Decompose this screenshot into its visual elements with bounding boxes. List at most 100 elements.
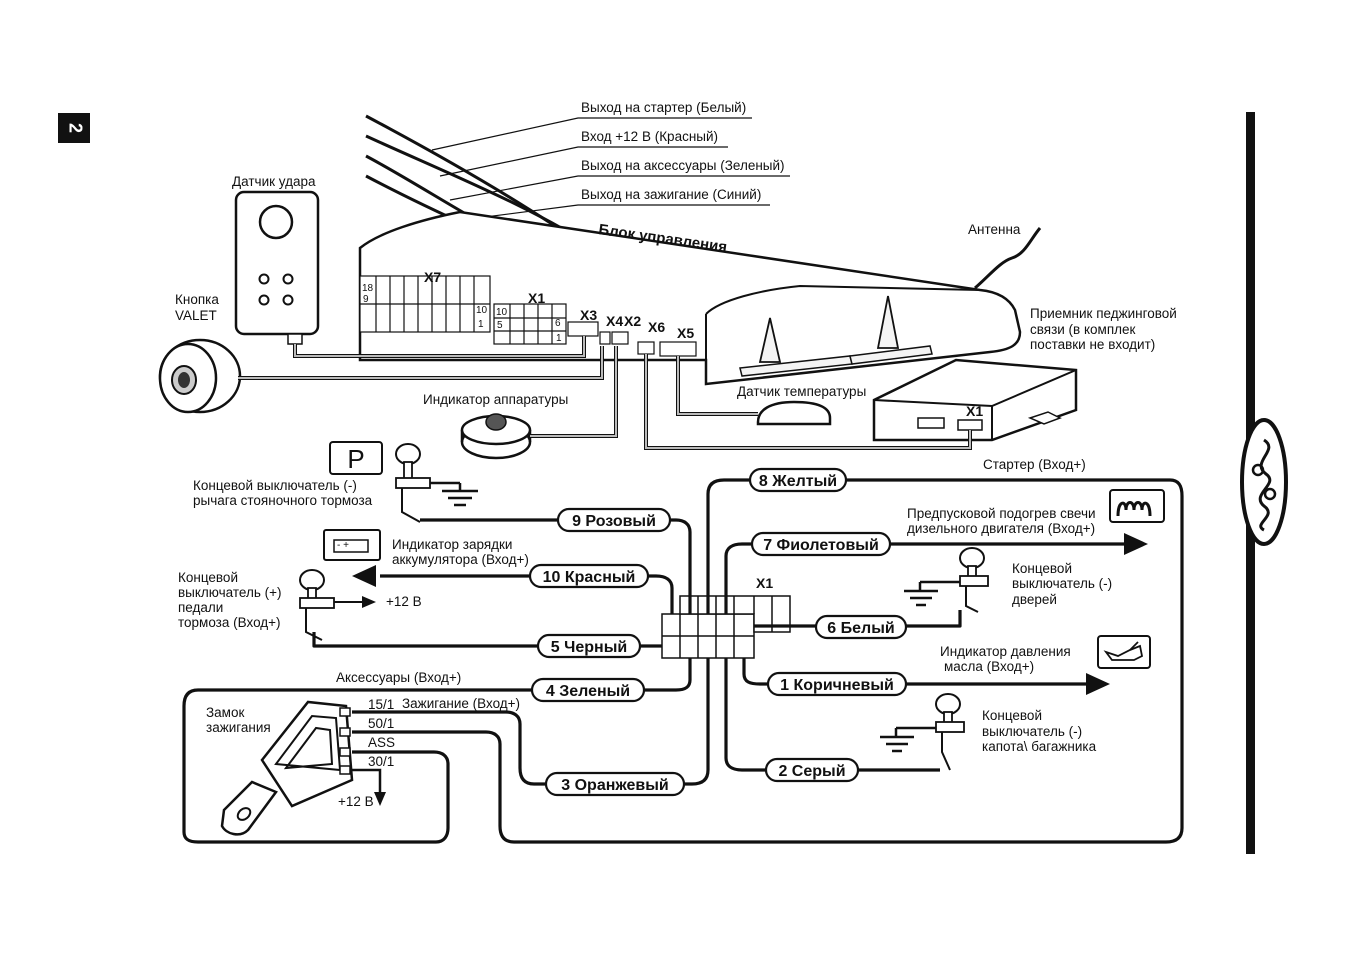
- pin-x1-5: 5: [497, 320, 503, 331]
- svg-text:8 Желтый: 8 Желтый: [759, 473, 837, 490]
- svg-text:9 Розовый: 9 Розовый: [572, 513, 656, 530]
- ignition-terminals: [339, 707, 351, 775]
- parking-sign-icon: P: [329, 441, 383, 475]
- label-brake-switch-2: выключатель (+): [178, 585, 282, 600]
- brake-pedal-switch: [299, 569, 335, 641]
- label-door-switch-3: дверей: [1012, 592, 1057, 607]
- label-hood-switch-2: выключатель (-): [982, 724, 1082, 739]
- pin-x1-1: 1: [556, 333, 562, 344]
- battery-icon: - +: [323, 529, 381, 561]
- label-valet-2: VALET: [175, 308, 217, 323]
- small-connectors: [567, 321, 697, 357]
- label-hood-switch-3: капота\ багажника: [982, 739, 1097, 754]
- label-valet-1: Кнопка: [175, 292, 219, 307]
- label-door-switch-2: выключатель (-): [1012, 576, 1112, 591]
- svg-text:2 Серый: 2 Серый: [778, 763, 845, 780]
- label-plus12-in: Вход +12 В (Красный): [581, 129, 718, 144]
- label-key-plus12: +12 В: [338, 794, 374, 809]
- arrow-preheat: [1124, 533, 1148, 555]
- label-temp-sensor: Датчик температуры: [737, 384, 866, 399]
- label-antenna: Антенна: [968, 222, 1021, 237]
- pager-receiver: [872, 358, 1078, 442]
- label-shock-sensor: Датчик удара: [232, 174, 316, 189]
- valet-button: [158, 338, 242, 414]
- ground-icon-parking: [430, 481, 478, 507]
- label-battery-ind-2: аккумулятора (Вход+): [392, 552, 529, 567]
- preheat-coil-icon: [1109, 489, 1165, 523]
- pin-x7-9: 9: [363, 294, 369, 305]
- label-parking-switch-2: рычага стояночного тормоза: [193, 493, 373, 508]
- wire-label-w8: 8 Желтый: [748, 467, 848, 493]
- label-accessories-in: Аксессуары (Вход+): [336, 670, 461, 685]
- top-callout-leaders: [431, 117, 790, 221]
- arrow-brake-plus12: [362, 596, 376, 608]
- door-switch: [959, 547, 989, 613]
- temp-sensor: [756, 400, 832, 426]
- label-brake-switch-4: тормоза (Вход+): [178, 615, 281, 630]
- shock-sensor: [234, 190, 320, 345]
- connector-x1-block: [493, 303, 567, 345]
- ground-icon-door: [904, 580, 962, 607]
- led-indicator: [460, 413, 532, 460]
- pin-x7-10: 10: [476, 305, 488, 316]
- label-ignition-lock-1: Замок: [206, 705, 244, 720]
- antenna-cable: [974, 227, 1042, 290]
- pin-x1-10: 10: [496, 307, 508, 318]
- ignition-lock: [220, 700, 354, 836]
- connector-x4-label: X4: [606, 313, 623, 329]
- label-indicator: Индикатор аппаратуры: [423, 392, 568, 407]
- arrowheads: [352, 533, 1148, 695]
- label-oil-pressure-1: Индикатор давления: [940, 644, 1071, 659]
- label-starter-out: Выход на стартер (Белый): [581, 100, 746, 115]
- pin-x7-18: 18: [362, 283, 374, 294]
- label-preheat-1: Предпусковой подогрев свечи: [907, 506, 1096, 521]
- terminal-ass: ASS: [368, 735, 395, 750]
- svg-text:P: P: [347, 444, 364, 474]
- ornament-icon: [1240, 418, 1288, 546]
- wire-label-w5: 5 Черный: [536, 633, 642, 659]
- connector-x3-label: X3: [580, 307, 597, 323]
- svg-text:- +: - +: [337, 540, 349, 551]
- label-brake-plus12: +12 В: [386, 594, 422, 609]
- label-brake-switch-1: Концевой: [178, 570, 238, 585]
- connector-x1-label: X1: [528, 290, 545, 306]
- oil-can-icon: [1097, 635, 1151, 669]
- svg-text:4 Зеленый: 4 Зеленый: [546, 683, 630, 700]
- ground-icon-hood: [880, 726, 938, 753]
- terminal-15: 15/1: [368, 697, 394, 712]
- label-preheat-2: дизельного двигателя (Вход+): [907, 521, 1095, 536]
- page-number-tab: [58, 113, 90, 143]
- svg-text:5 Черный: 5 Черный: [551, 639, 627, 656]
- label-parking-switch-1: Концевой выключатель (-): [193, 478, 357, 493]
- label-pager-2: связи (в комплек: [1030, 322, 1136, 337]
- label-pager-3: поставки не входит): [1030, 337, 1155, 352]
- wire-label-w9: 9 Розовый: [556, 507, 672, 533]
- arrow-oil: [1086, 673, 1110, 695]
- svg-text:3 Оранжевый: 3 Оранжевый: [561, 777, 669, 794]
- label-hood-switch-1: Концевой: [982, 708, 1042, 723]
- label-starter-in: Стартер (Вход+): [983, 457, 1086, 472]
- connector-x5-label: X5: [677, 325, 694, 341]
- label-accessories-out: Выход на аксессуары (Зеленый): [581, 158, 785, 173]
- connector-x7-block: [359, 275, 491, 333]
- connector-x2-label: X2: [624, 313, 641, 329]
- label-battery-ind-1: Индикатор зарядки: [392, 537, 512, 552]
- wire-label-w3: 3 Оранжевый: [544, 771, 686, 797]
- wire-label-w7: 7 Фиолетовый: [750, 531, 892, 557]
- svg-text:1 Коричневый: 1 Коричневый: [780, 677, 894, 694]
- svg-text:6 Белый: 6 Белый: [827, 620, 894, 637]
- connector-x1-harness-label: X1: [756, 575, 773, 591]
- svg-text:10 Красный: 10 Красный: [543, 569, 636, 586]
- pin-x1-6: 6: [555, 318, 561, 329]
- wire-label-w1: 1 Коричневый: [766, 671, 908, 697]
- wire-label-w4: 4 Зеленый: [530, 677, 646, 703]
- pin-x7-1: 1: [478, 319, 484, 330]
- arrow-battery: [352, 565, 376, 587]
- label-door-switch-1: Концевой: [1012, 561, 1072, 576]
- page-number: 2: [65, 123, 85, 133]
- hood-switch: [935, 693, 965, 771]
- terminal-50: 50/1: [368, 716, 394, 731]
- terminal-30: 30/1: [368, 754, 394, 769]
- label-ignition-out: Выход на зажигание (Синий): [581, 187, 761, 202]
